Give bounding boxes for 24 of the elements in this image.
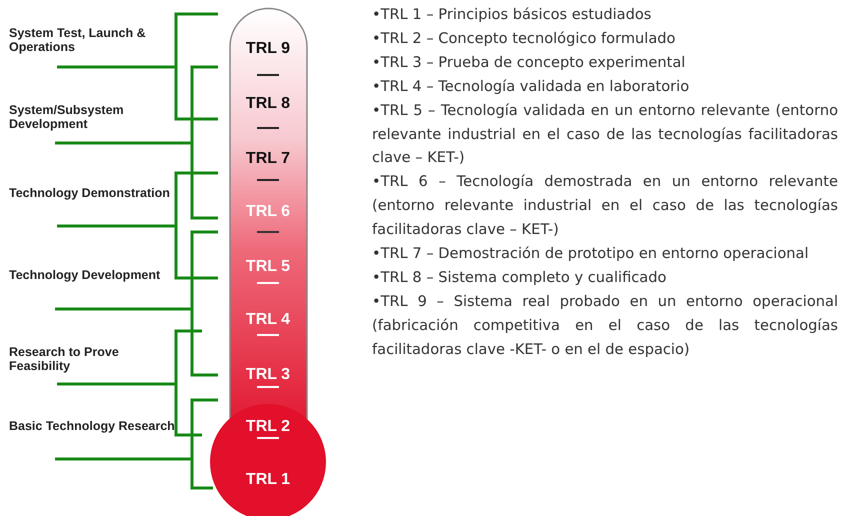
phase-label: System Test, Launch & Operations: [9, 26, 147, 54]
level-label: TRL 3: [244, 366, 292, 384]
definition-text: •TRL 7 – Demostración de prototipo en entorno operacional: [372, 244, 810, 264]
definition-text: •TRL 6 – Tecnología demostrada en un entorno relevante (entorno relevante industrial en el caso de las tecnologías facilitadoras clave – KET-): [372, 172, 838, 240]
definition-text: •TRL 8 – Sistema completo y cualificado: [372, 268, 668, 288]
level-label: TRL 6: [244, 203, 292, 221]
level-label: TRL 2: [244, 418, 292, 436]
definition-text: •TRL 2 – Concepto tecnológico formulado: [372, 28, 676, 49]
level-label: TRL 5: [244, 258, 292, 276]
definition-text: •TRL 1 – Principios básicos estudiados: [372, 5, 652, 25]
phase-label: System/Subsystem Development: [9, 103, 125, 131]
definition-text: •TRL 5 – Tecnología validada en un entorno relevante (entorno relevante industrial en el caso de las tecnologías facilitadoras clave – KET-): [372, 100, 838, 168]
phase-label: Technology Demonstration: [9, 186, 171, 200]
level-label: TRL 9: [244, 40, 292, 58]
definition-text: •TRL 3 – Prueba de concepto experimental: [372, 52, 686, 73]
level-label: TRL 7: [244, 150, 292, 168]
phase-label: Technology Development: [9, 268, 162, 282]
phase-label: Basic Technology Research: [9, 419, 176, 433]
definition-text: •TRL 4 – Tecnología validada en laboratorio: [372, 76, 690, 97]
level-label: TRL 8: [244, 95, 292, 113]
phase-label: Research to Prove Feasibility: [9, 345, 120, 373]
level-label: TRL 1: [244, 471, 292, 489]
definition-text: •TRL 9 – Sistema real probado en un entorno operacional (fabricación competitiva en el caso de las tecnologías facilitadoras clave -KET- o en el de espacio): [372, 292, 838, 360]
level-label: TRL 4: [244, 311, 292, 329]
